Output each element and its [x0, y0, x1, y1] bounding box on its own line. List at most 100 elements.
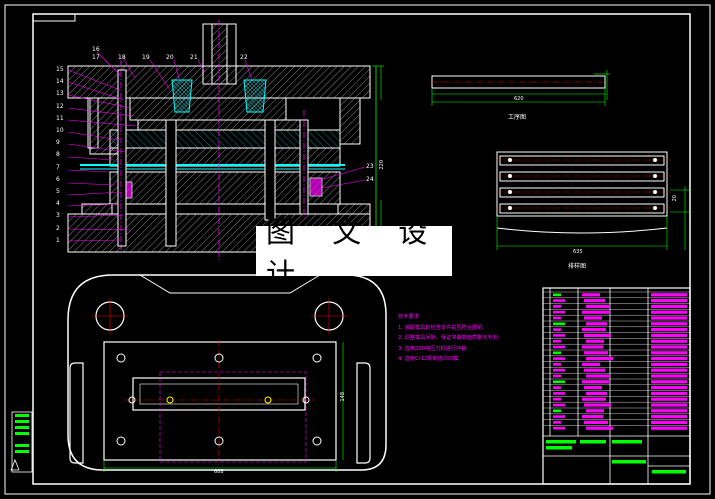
sheet-outer-border [4, 4, 711, 495]
bom-name-cell [584, 299, 605, 303]
bom-code-cell [553, 392, 565, 395]
bom-code-cell [553, 316, 561, 320]
plan-view [67, 274, 387, 472]
bom-code-cell [553, 363, 561, 366]
bom-name-cell [582, 310, 609, 314]
strip-layout-view [495, 151, 690, 250]
bom-name-cell [584, 333, 611, 337]
part-number-label: 1 [56, 236, 60, 244]
part-number-label: 14 [56, 78, 64, 86]
bom-code-cell [553, 380, 565, 384]
bom-material-cell [651, 293, 687, 297]
part-number-label: 23 [366, 163, 374, 170]
watermark-label: 图 文 设 计 [256, 215, 452, 291]
bom-name-cell [584, 403, 611, 407]
bom-code-cell [553, 310, 565, 314]
tech-requirements: 技术要求: 1. 装配模具前检查零件是否符合图纸; 2. 调整模具间隙，保证冲裁… [398, 312, 500, 365]
tech-requirement-item: 2. 调整模具间隙，保证冲裁端面质量无毛刺; [398, 335, 500, 341]
part-number-label: 9 [56, 139, 60, 147]
part-number-label: 24 [366, 176, 374, 183]
bom-material-cell [651, 328, 687, 332]
tech-requirement-item: 3. 选用200吨压力机进行冲裁; [398, 345, 469, 352]
bom-code-cell [553, 305, 561, 308]
bom-code-cell [553, 345, 565, 349]
bom-name-cell [586, 322, 607, 326]
title-block-cell [612, 460, 646, 464]
bom-code-cell [553, 403, 565, 407]
part-number-label: 10 [56, 127, 64, 134]
part-number-label: 15 [56, 66, 64, 73]
bom-name-cell [586, 357, 613, 361]
bom-name-cell [586, 374, 610, 378]
dim-process-length: 620 [514, 96, 524, 102]
part-number-label: 22 [240, 54, 248, 61]
title-block-cell [612, 440, 642, 444]
part-number-label: 2 [56, 224, 60, 232]
bom-material-cell [651, 426, 687, 430]
bom-name-cell [582, 293, 600, 297]
bom-name-cell [582, 415, 603, 419]
part-number-label: 8 [56, 151, 60, 159]
bom-material-cell [651, 345, 687, 349]
bom-material-cell [651, 351, 687, 355]
bom-code-cell [553, 351, 561, 355]
bom-material-cell [651, 339, 687, 343]
die-section-view [67, 20, 384, 260]
bom-name-cell [586, 391, 607, 395]
bom-code-cell [553, 299, 565, 302]
tech-requirement-item: 1. 装配模具前检查零件是否符合图纸; [398, 324, 485, 331]
dim-strip-pitch: 20 [672, 195, 678, 202]
title-tab-top-left [32, 13, 76, 22]
part-leaders [67, 51, 366, 242]
bom-rows [543, 291, 690, 474]
bom-code-cell [553, 328, 561, 331]
part-number-label: 21 [190, 54, 198, 61]
bom-material-cell [651, 357, 687, 361]
bom-material-cell [651, 409, 687, 413]
bom-name-cell [584, 420, 608, 424]
bom-material-cell [651, 368, 687, 372]
bom-material-cell [651, 386, 687, 390]
bom-code-cell [553, 415, 565, 418]
process-view-title: 工序图 [508, 114, 527, 121]
title-block-cell [652, 470, 686, 474]
dim-plate-height: 148 [340, 392, 346, 402]
bom-name-cell [586, 409, 604, 413]
title-block-cell [546, 440, 576, 444]
part-number-label: 17 [92, 54, 100, 61]
bom-material-cell [651, 391, 687, 395]
bom-name-cell [586, 426, 613, 430]
bom-name-cell [584, 316, 602, 320]
tech-requirement-item: 4. 选用Cr12钢制造凸凹模. [398, 356, 461, 362]
bom-name-cell [582, 328, 606, 332]
bom-name-cell [584, 368, 605, 372]
dim-plate-width: 688 [214, 469, 224, 475]
title-block-cell [546, 446, 572, 450]
part-number-label: 11 [56, 114, 64, 122]
part-number-label: 7 [56, 163, 60, 171]
bom-material-cell [651, 420, 687, 424]
bom-material-cell [651, 333, 687, 337]
part-number-label: 16 [92, 46, 100, 53]
bom-code-cell [553, 293, 561, 297]
strip-layout-title: 排样图 [568, 263, 587, 270]
bom-material-cell [651, 304, 687, 308]
bom-material-cell [651, 322, 687, 326]
part-number-label: 6 [56, 175, 60, 183]
dim-height-total: 220 [379, 160, 385, 170]
bom-material-cell [651, 299, 687, 303]
tech-requirements-heading: 技术要求: [398, 314, 421, 320]
sheet-inner-border [32, 13, 691, 485]
part-number-label: 3 [56, 212, 60, 220]
dim-blank-width: 635 [573, 249, 583, 255]
bom-code-cell [553, 368, 565, 372]
bom-material-cell [651, 374, 687, 378]
part-number-label: 13 [56, 90, 64, 98]
bom-code-cell [553, 386, 561, 389]
bom-material-cell [651, 362, 687, 366]
bom-code-cell [553, 409, 561, 413]
title-block-cell [580, 440, 606, 444]
title-block [542, 287, 691, 485]
bom-code-cell [553, 426, 565, 430]
